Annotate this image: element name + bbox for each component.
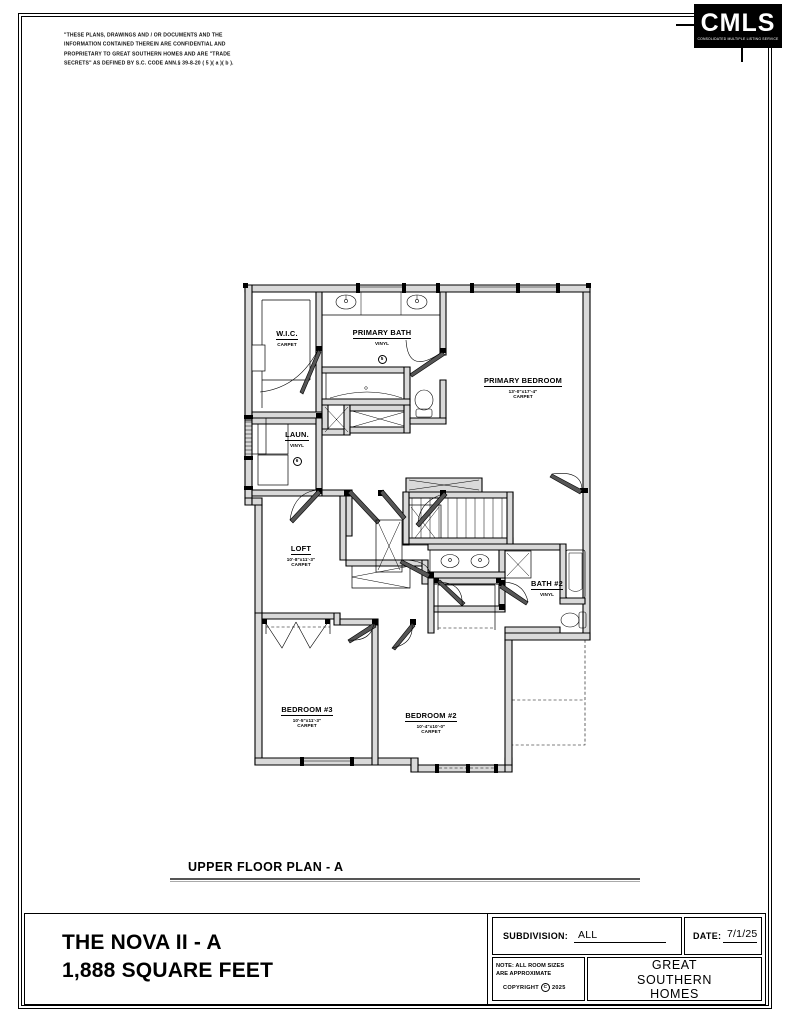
room-name: LAUN. [285, 430, 309, 441]
room-dimensions: 10'-4"x10'-0" [416, 723, 446, 729]
cmls-logo: CMLS CONSOLIDATED MULTIPLE LISTING SERVI… [694, 4, 782, 48]
confidentiality-disclaimer: "THESE PLANS, DRAWINGS AND / OR DOCUMENT… [64, 32, 234, 67]
title-block [24, 913, 766, 1005]
sheet-border-outer [18, 13, 772, 1009]
room-finish: CARPET [291, 562, 311, 568]
room-label-loft: LOFT 10'-8"x11'-3" CARPET [267, 537, 335, 568]
note-cell [492, 957, 585, 1001]
room-label-bath-2: BATH #2 VINYL [519, 572, 575, 597]
room-finish: CARPET [277, 341, 297, 347]
plan-title: UPPER FLOOR PLAN - A [188, 860, 344, 874]
note-line-1: NOTE: ALL ROOM SIZES [496, 963, 565, 969]
plan-name: THE NOVA II - A [62, 931, 222, 954]
room-name: PRIMARY BATH [352, 328, 412, 339]
builder-name: GREAT SOUTHERN HOMES [587, 958, 762, 1002]
room-name: BATH #2 [530, 579, 563, 590]
logo-tick-left [676, 24, 694, 26]
room-dimensions: 13'-0"x17'-4" [508, 388, 538, 394]
room-dimensions: 10'-8"x11'-3" [286, 556, 316, 562]
room-finish-number: 6 [292, 457, 302, 467]
logo-tick-bottom [741, 48, 743, 62]
room-name: PRIMARY BEDROOM [483, 376, 563, 387]
copyright-icon: C [540, 983, 550, 992]
plan-name-block: THE NOVA II - A 1,888 SQUARE FEET [62, 929, 273, 985]
room-name: LOFT [290, 544, 312, 555]
copyright-year: 2025 [551, 984, 566, 991]
room-finish: CARPET [421, 729, 441, 735]
sheet-border-inner [21, 16, 769, 1006]
date-label: DATE: [693, 931, 722, 941]
copyright-notice: COPYRIGHT C 2025 [503, 983, 566, 992]
room-finish: CARPET [513, 394, 533, 400]
room-label-bedroom-2: BEDROOM #2 10'-4"x10'-0" CARPET [392, 704, 470, 735]
plan-title-rule [170, 878, 640, 880]
date-underline [723, 942, 757, 943]
date-value[interactable]: 7/1/25 [727, 928, 758, 940]
room-finish: VINYL [289, 442, 305, 448]
builder-line-1: GREAT [651, 957, 698, 972]
room-label-primary-bath: PRIMARY BATH VINYL 5 [323, 321, 441, 366]
room-name: BEDROOM #2 [405, 711, 457, 722]
builder-line-2: SOUTHERN [637, 972, 712, 987]
room-finish-number: 5 [377, 355, 387, 365]
room-finish: VINYL [374, 340, 390, 346]
subdivision-label: SUBDIVISION: [503, 931, 569, 941]
subdivision-cell [492, 917, 682, 955]
room-finish: VINYL [539, 591, 555, 597]
title-block-divider [487, 913, 489, 1005]
date-cell [684, 917, 762, 955]
cmls-logo-text: CMLS [700, 8, 776, 37]
room-finish: CARPET [297, 723, 317, 729]
subdivision-value[interactable]: ALL [578, 929, 598, 941]
room-label-bedroom-3: BEDROOM #3 10'-5"x11'-3" CARPET [268, 698, 346, 729]
room-name: BEDROOM #3 [281, 705, 333, 716]
note-line-2: ARE APPROXIMATE [496, 971, 552, 977]
room-dimensions: 10'-5"x11'-3" [292, 717, 322, 723]
plan-square-feet: 1,888 SQUARE FEET [62, 959, 274, 983]
room-name: W.I.C. [276, 329, 298, 340]
room-label-wic: W.I.C. CARPET [253, 322, 321, 347]
plan-title-rule-shadow [170, 881, 640, 882]
subdivision-underline [574, 942, 666, 943]
room-label-laundry: LAUN. VINYL 6 [271, 423, 323, 468]
room-label-primary-bedroom: PRIMARY BEDROOM 13'-0"x17'-4" CARPET [462, 369, 584, 400]
builder-cell [587, 957, 762, 1001]
builder-line-3: HOMES [650, 987, 699, 1002]
cmls-logo-subtitle: CONSOLIDATED MULTIPLE LISTING SERVICE [697, 36, 779, 41]
copyright-label: COPYRIGHT [503, 984, 539, 991]
